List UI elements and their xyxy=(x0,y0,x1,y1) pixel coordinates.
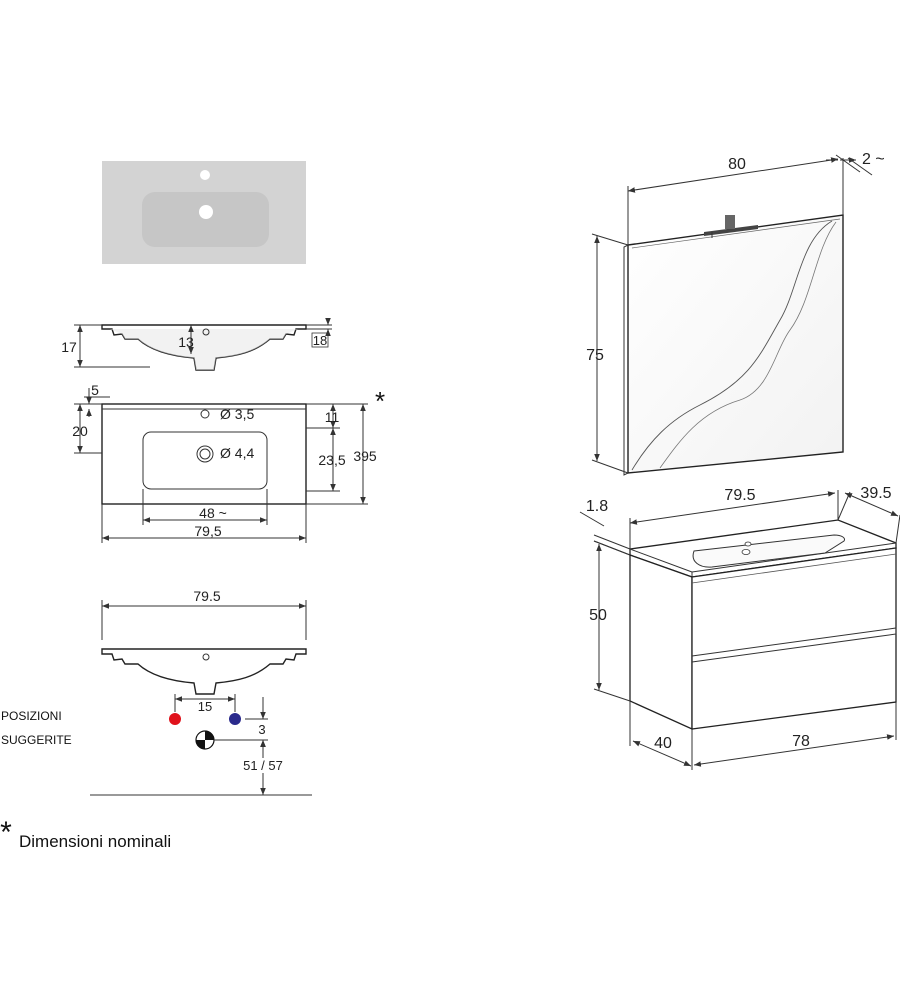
footnote-asterisk: * xyxy=(0,816,12,849)
plan-11-label: 11 xyxy=(325,409,340,425)
hot-water-marker xyxy=(169,713,181,725)
install-height-label: 51 / 57 xyxy=(243,758,283,773)
plan-395-label: 395 xyxy=(353,448,377,464)
cold-water-marker xyxy=(229,713,241,725)
drain-hole-diameter: Ø 4,4 xyxy=(220,445,254,461)
mirror-height-label: 75 xyxy=(586,347,604,364)
plan-edge-label: 5 xyxy=(91,382,99,398)
drain-center-marker xyxy=(195,730,215,750)
sink-top-render xyxy=(102,161,306,264)
mirror-panel xyxy=(627,214,844,474)
footnote-text: Dimensioni nominali xyxy=(19,832,171,851)
plan-tap-hole xyxy=(200,409,210,419)
install-3-label: 3 xyxy=(258,722,265,737)
positions-label-2: SUGGERITE xyxy=(1,733,72,747)
install-width-label: 79.5 xyxy=(193,588,220,604)
plan-drain-inner xyxy=(199,448,211,460)
section-height-label: 17 xyxy=(61,339,77,355)
section-fill xyxy=(110,329,298,370)
plan-total-width-label: 79,5 xyxy=(194,523,221,539)
positions-label-1: POSIZIONI xyxy=(1,709,62,723)
install-15-label: 15 xyxy=(198,699,212,714)
sink-plan-view: Ø 3,5 Ø 4,4 5 20 11 23,5 395 * 48 ~ 79,5 xyxy=(72,382,385,543)
tap-hole-diameter: Ø 3,5 xyxy=(220,406,254,422)
cabinet-depth-label: 40 xyxy=(654,735,672,752)
cabinet-top-width-label: 79.5 xyxy=(724,487,755,504)
install-profile xyxy=(101,648,307,695)
drain-hole xyxy=(199,205,213,219)
mirror-width-label: 80 xyxy=(728,156,746,173)
plan-outline xyxy=(101,403,307,505)
mirror-depth-label: 2 ~ xyxy=(862,151,885,168)
sink-basin xyxy=(142,192,269,247)
mirror-view: 80 2 ~ 75 xyxy=(586,151,885,476)
plan-basin-width-label: 48 ~ xyxy=(199,505,227,521)
tap-hole xyxy=(200,170,210,180)
mirror-wave-2 xyxy=(659,221,837,469)
cabinet-drawer-top xyxy=(691,627,897,663)
section-inner-label: 13 xyxy=(178,334,194,350)
plan-drain-outer xyxy=(196,445,214,463)
plan-depth-label: 20 xyxy=(72,423,88,439)
section-edge-label: 18 xyxy=(313,333,327,348)
sink-install-view: 79.5 15 3 51 / 57 POSIZIONI SUGGERITE xyxy=(1,588,312,796)
cabinet-side xyxy=(629,554,693,731)
footnote: * Dimensioni nominali xyxy=(0,816,171,851)
cabinet-view: 1.8 79.5 39.5 50 40 78 xyxy=(579,485,900,770)
cabinet-top-thickness-label: 1.8 xyxy=(586,498,608,515)
plan-asterisk: * xyxy=(375,386,385,416)
mirror-lamp xyxy=(704,215,758,238)
cabinet-top-depth-label: 39.5 xyxy=(860,485,891,502)
plan-235-label: 23,5 xyxy=(318,452,345,468)
sink-section-view: 17 13 18 xyxy=(61,318,332,371)
section-tap-hole xyxy=(202,328,210,336)
plan-basin xyxy=(142,431,268,490)
cabinet-width-label: 78 xyxy=(792,733,810,750)
cabinet-height-label: 50 xyxy=(589,607,607,624)
mirror-wave-1 xyxy=(631,220,833,471)
cabinet-basin xyxy=(692,534,845,568)
